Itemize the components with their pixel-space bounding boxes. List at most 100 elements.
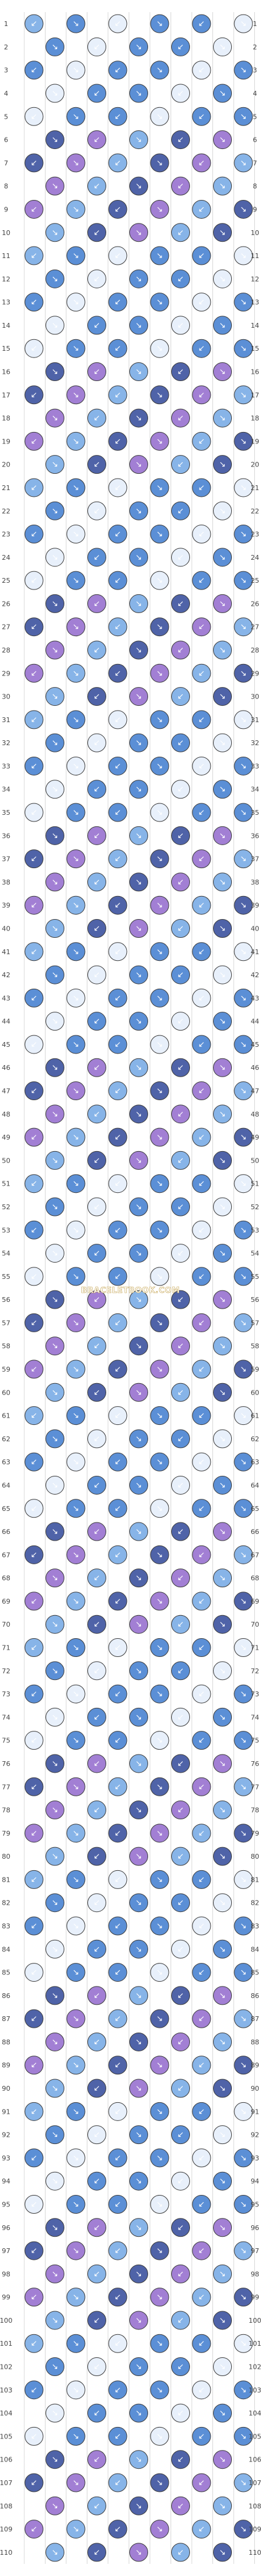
knot [234, 1638, 253, 1658]
knot-arrow: ↙ [177, 1667, 184, 1676]
knot-arrow: ↘ [219, 274, 226, 284]
knot [192, 246, 211, 265]
knot-arrow: ↙ [93, 1852, 100, 1861]
knot-arrow: ↘ [135, 1017, 142, 1026]
knot [66, 1684, 86, 1704]
knot [46, 1522, 64, 1541]
knot [213, 408, 232, 428]
knot-arrow: ↙ [115, 530, 121, 539]
knot [87, 2032, 106, 2051]
row-number-right: 105 [249, 2432, 261, 2440]
knot [87, 1058, 106, 1077]
knot-arrow: ↙ [115, 1690, 121, 1699]
knot [150, 895, 169, 915]
knot-arrow: ↙ [93, 1620, 100, 1629]
knot-arrow: ↘ [135, 228, 142, 237]
knot [171, 362, 190, 382]
knot [234, 61, 253, 80]
row-number-left: 45 [2, 1041, 10, 1049]
knot [87, 872, 106, 892]
knot [108, 478, 127, 497]
knot-arrow: ↘ [52, 831, 58, 840]
knot-arrow: ↘ [240, 808, 247, 817]
knot-arrow: ↘ [73, 2154, 80, 2163]
knot [234, 1499, 253, 1518]
knot [87, 1383, 106, 1402]
knot [150, 1916, 169, 1936]
knot-arrow: ↘ [135, 1527, 142, 1536]
knot [24, 2380, 44, 2400]
knot [234, 14, 253, 33]
knot-arrow: ↙ [31, 1133, 38, 1142]
knot [234, 2426, 253, 2446]
knot [129, 1522, 148, 1541]
knot [234, 293, 253, 312]
knot [234, 1127, 253, 1147]
watermark-group: BRACELETBOOK.COM [81, 1286, 180, 1296]
knot [24, 1731, 44, 1750]
knot-arrow: ↙ [93, 1759, 100, 1768]
knot-arrow: ↘ [240, 1272, 247, 1281]
knot-arrow: ↘ [73, 391, 80, 400]
knot-arrow: ↙ [31, 112, 38, 121]
row-number-right: 3 [253, 67, 257, 75]
knot [213, 1986, 232, 2005]
row-number-right: 9 [253, 205, 257, 213]
knot [87, 2264, 106, 2283]
knot-arrow: ↘ [52, 2131, 58, 2140]
row-number-right: 85 [251, 1969, 259, 1977]
row-number-left: 79 [2, 1830, 10, 1837]
knot-arrow: ↙ [93, 1295, 100, 1304]
knot-arrow: ↘ [157, 66, 163, 75]
row-number-left: 40 [2, 925, 10, 932]
knot [66, 199, 86, 219]
knot-arrow: ↙ [198, 1180, 205, 1189]
knot [66, 153, 86, 173]
knot-arrow: ↘ [219, 599, 226, 608]
knot [150, 1406, 169, 1426]
knot [213, 362, 232, 382]
knot-arrow: ↘ [240, 251, 247, 261]
knot [192, 107, 211, 126]
knot-arrow: ↘ [240, 1133, 247, 1142]
knot-arrow: ↘ [219, 2409, 226, 2418]
knot-arrow: ↘ [219, 2269, 226, 2279]
knot-arrow: ↘ [52, 1435, 58, 1444]
knot [213, 1893, 232, 1913]
knot-arrow: ↙ [115, 2200, 121, 2209]
knot-arrow: ↘ [73, 1875, 80, 1884]
knot [66, 1592, 86, 1611]
knot [24, 710, 44, 729]
row-number-left: 73 [2, 1690, 10, 1698]
row-number-left: 10 [2, 229, 10, 237]
row-number-right: 106 [249, 2456, 261, 2464]
knot-arrow: ↘ [135, 1945, 142, 1954]
knot [129, 1104, 148, 1124]
knot [213, 1801, 232, 1820]
knot [171, 1893, 190, 1913]
row-number-right: 69 [251, 1598, 259, 1605]
knot-arrow: ↙ [93, 646, 100, 655]
knot-arrow: ↘ [73, 66, 80, 75]
knot [171, 548, 190, 567]
knot-arrow: ↙ [198, 1412, 205, 1421]
knot [192, 1731, 211, 1750]
knot-arrow: ↙ [115, 901, 121, 910]
knot-arrow: ↘ [73, 1226, 80, 1235]
knot-arrow: ↙ [31, 2339, 38, 2348]
row-number-right: 42 [251, 971, 259, 979]
knot [171, 269, 190, 288]
knot [87, 918, 106, 938]
knot [150, 385, 169, 405]
knot-arrow: ↙ [115, 1180, 121, 1189]
knot-arrow: ↘ [219, 1945, 226, 1954]
row-number-right: 32 [251, 739, 259, 747]
knot-arrow: ↙ [198, 344, 205, 353]
knot [46, 1893, 64, 1913]
knot-arrow: ↘ [73, 855, 80, 864]
knot-arrow: ↘ [240, 2339, 247, 2348]
row-number-right: 17 [251, 391, 259, 399]
knot-arrow: ↘ [52, 1388, 58, 1397]
knot-arrow: ↘ [219, 2084, 226, 2093]
knot-arrow: ↘ [73, 948, 80, 957]
